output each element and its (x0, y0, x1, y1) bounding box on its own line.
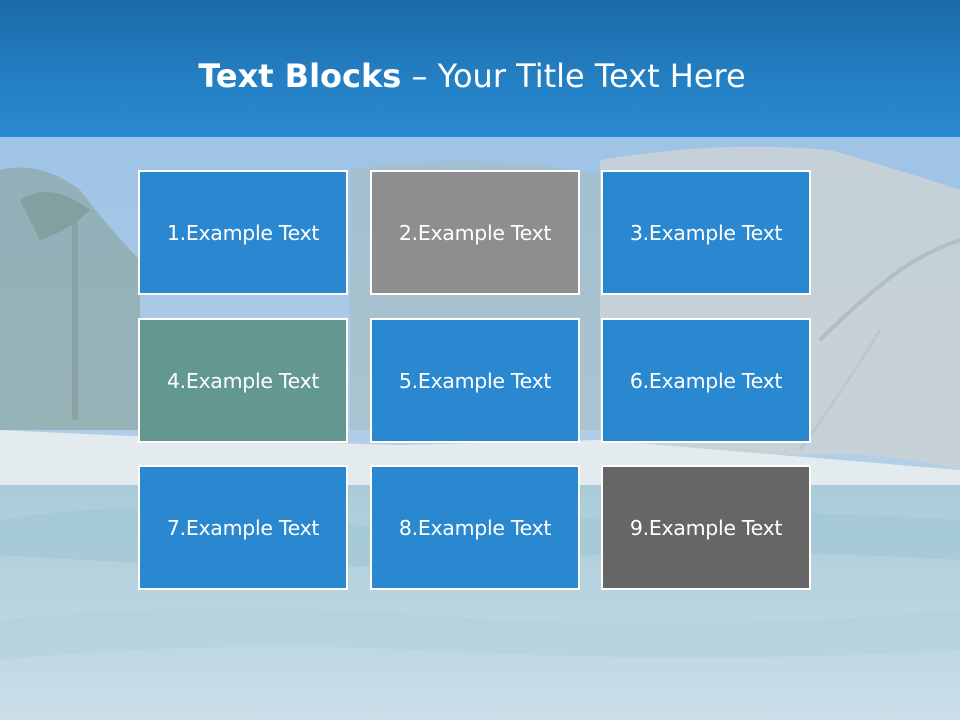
title-separator: – (401, 57, 438, 95)
text-block-7[interactable]: 7.Example Text (138, 465, 348, 590)
text-block-6[interactable]: 6.Example Text (601, 318, 811, 443)
text-block-9[interactable]: 9.Example Text (601, 465, 811, 590)
text-block-1[interactable]: 1.Example Text (138, 170, 348, 295)
text-block-grid: 1.Example Text 2.Example Text 3.Example … (138, 170, 816, 594)
title-bold: Text Blocks (198, 57, 402, 95)
title-bar (0, 0, 960, 137)
page-title: Text Blocks – Your Title Text Here (0, 56, 944, 96)
text-block-2[interactable]: 2.Example Text (370, 170, 580, 295)
text-block-5[interactable]: 5.Example Text (370, 318, 580, 443)
title-rest: Your Title Text Here (437, 57, 746, 95)
text-block-3[interactable]: 3.Example Text (601, 170, 811, 295)
text-block-8[interactable]: 8.Example Text (370, 465, 580, 590)
text-block-4[interactable]: 4.Example Text (138, 318, 348, 443)
